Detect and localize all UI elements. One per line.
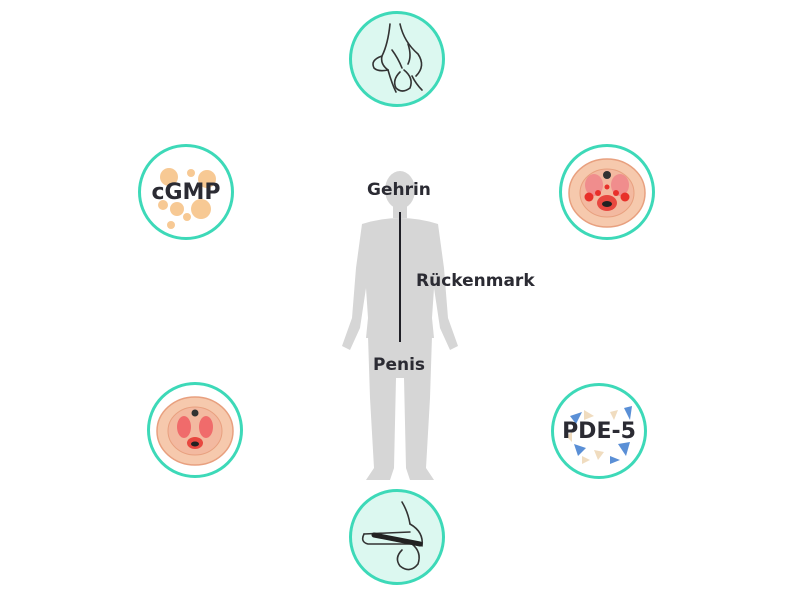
tissue-active-node (559, 144, 655, 240)
tissue-cross-section-icon (156, 396, 234, 466)
penis-implant-node (349, 489, 445, 585)
pde5-label: PDE-5 (562, 418, 636, 444)
penis-anatomy-side-icon (372, 23, 423, 93)
brain-label: Gehrin (367, 180, 431, 200)
spinal-cord-line (399, 212, 401, 342)
tissue-resting-node (147, 382, 243, 478)
cgmp-label: cGMP (151, 179, 221, 205)
tissue-cross-section-active-icon (568, 158, 646, 228)
pde5-molecule-icon (566, 406, 632, 464)
cgmp-molecule-icon (158, 168, 216, 229)
spinal-cord-label: Rückenmark (416, 271, 535, 291)
pde5-node: PDE-5 (551, 383, 647, 479)
penis-label: Penis (373, 355, 426, 375)
cgmp-node: cGMP (138, 144, 234, 240)
penis-anatomy-node (349, 11, 445, 107)
penis-implant-side-icon (361, 501, 424, 571)
